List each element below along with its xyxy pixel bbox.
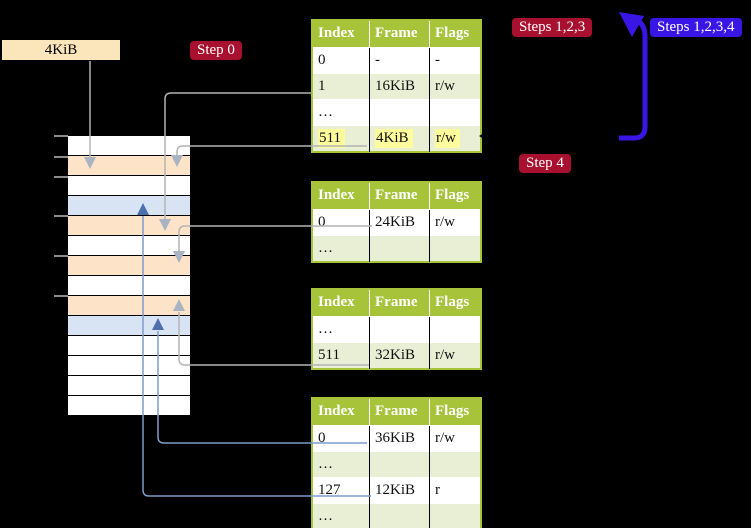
table-row: 0 --	[313, 47, 480, 74]
column-header-frame: Frame	[369, 183, 429, 209]
flags-cell: -	[429, 48, 480, 74]
memory-frame-row-white	[68, 236, 190, 256]
frame-cell: 24KiB	[369, 210, 429, 236]
frame-cell: -	[369, 48, 429, 74]
badge-steps1234: Steps 1,2,3,4	[650, 18, 742, 37]
frame-cell: 12KiB	[369, 478, 429, 504]
index-cell: 1	[318, 78, 326, 94]
flags-cell: r/w	[429, 210, 480, 236]
index-cell: 0	[318, 52, 326, 68]
flags-cell	[429, 100, 480, 126]
memory-frame-row-white	[68, 176, 190, 196]
column-header-frame: Frame	[369, 399, 429, 425]
memory-frame-row-peach	[68, 296, 190, 316]
frame-cell	[369, 504, 429, 528]
loop-arrow-head	[619, 12, 644, 37]
index-cell: …	[318, 456, 333, 472]
frame-cell	[369, 317, 429, 343]
column-header-flags: Flags	[429, 399, 480, 425]
frame-cell	[369, 100, 429, 126]
memory-frame-row-white	[68, 276, 190, 296]
frame-cell: 4KiB	[369, 126, 429, 152]
flags-cell: r/w	[429, 126, 480, 152]
memory-frame-row-blue	[68, 196, 190, 216]
table-row: …	[313, 99, 480, 126]
flags-cell	[429, 236, 480, 262]
frame-cell: 16KiB	[369, 74, 429, 100]
index-cell: 511	[313, 126, 369, 152]
column-header-index: Index	[318, 294, 355, 310]
column-header-index: Index	[318, 187, 355, 203]
column-header-flags: Flags	[429, 21, 480, 47]
memory-frame-row-white	[68, 336, 190, 356]
index-cell: 0	[318, 214, 326, 230]
flags-cell: r/w	[429, 426, 480, 452]
flags-cell: r/w	[429, 74, 480, 100]
index-cell: …	[318, 240, 333, 256]
memory-frame-row-blue	[68, 316, 190, 336]
loop-arrow	[619, 17, 648, 141]
frame-cell: 36KiB	[369, 426, 429, 452]
memory-frame-row-peach	[68, 156, 190, 176]
memory-frame-row-peach	[68, 216, 190, 236]
flags-cell	[429, 317, 480, 343]
index-cell: 127	[318, 482, 341, 498]
column-header-index: Index	[318, 403, 355, 419]
highlight-mark: r/w	[435, 129, 460, 148]
table-row: …	[313, 503, 480, 528]
index-cell: …	[318, 104, 333, 120]
index-cell: 0	[318, 430, 326, 446]
table-row: …	[313, 316, 480, 343]
frame-cell: 32KiB	[369, 343, 429, 369]
index-cell: …	[318, 321, 333, 337]
flags-cell: r/w	[429, 343, 480, 369]
memory-frame-row-white	[68, 376, 190, 396]
index-cell: …	[318, 508, 333, 524]
badge-steps123: Steps 1,2,3	[512, 18, 593, 37]
flags-cell	[429, 504, 480, 528]
column-header-flags: Flags	[429, 290, 480, 316]
memory-frame-row-peach	[68, 256, 190, 276]
memory-tick-marks	[54, 135, 68, 297]
column-header-flags: Flags	[429, 183, 480, 209]
root-frame-box: 4KiB	[2, 40, 120, 60]
column-header-frame: Frame	[369, 21, 429, 47]
table-row: …	[313, 235, 480, 262]
highlight-mark: 4KiB	[375, 129, 413, 148]
badge-step0: Step 0	[190, 41, 242, 60]
table-row: …	[313, 451, 480, 478]
flags-cell: r	[429, 478, 480, 504]
frame-cell	[369, 236, 429, 262]
memory-frame-row-white	[68, 136, 190, 156]
index-cell: 511	[318, 347, 340, 363]
memory-frame-row-white	[68, 396, 190, 416]
column-header-index: Index	[318, 25, 355, 41]
frame-cell	[369, 452, 429, 478]
physical-memory-strip	[68, 136, 190, 416]
column-header-frame: Frame	[369, 290, 429, 316]
flags-cell	[429, 452, 480, 478]
memory-frame-row-white	[68, 356, 190, 376]
table-row: 511 4KiB r/w	[313, 125, 480, 152]
highlight-mark: 511	[318, 129, 345, 148]
badge-step4: Step 4	[519, 154, 571, 173]
